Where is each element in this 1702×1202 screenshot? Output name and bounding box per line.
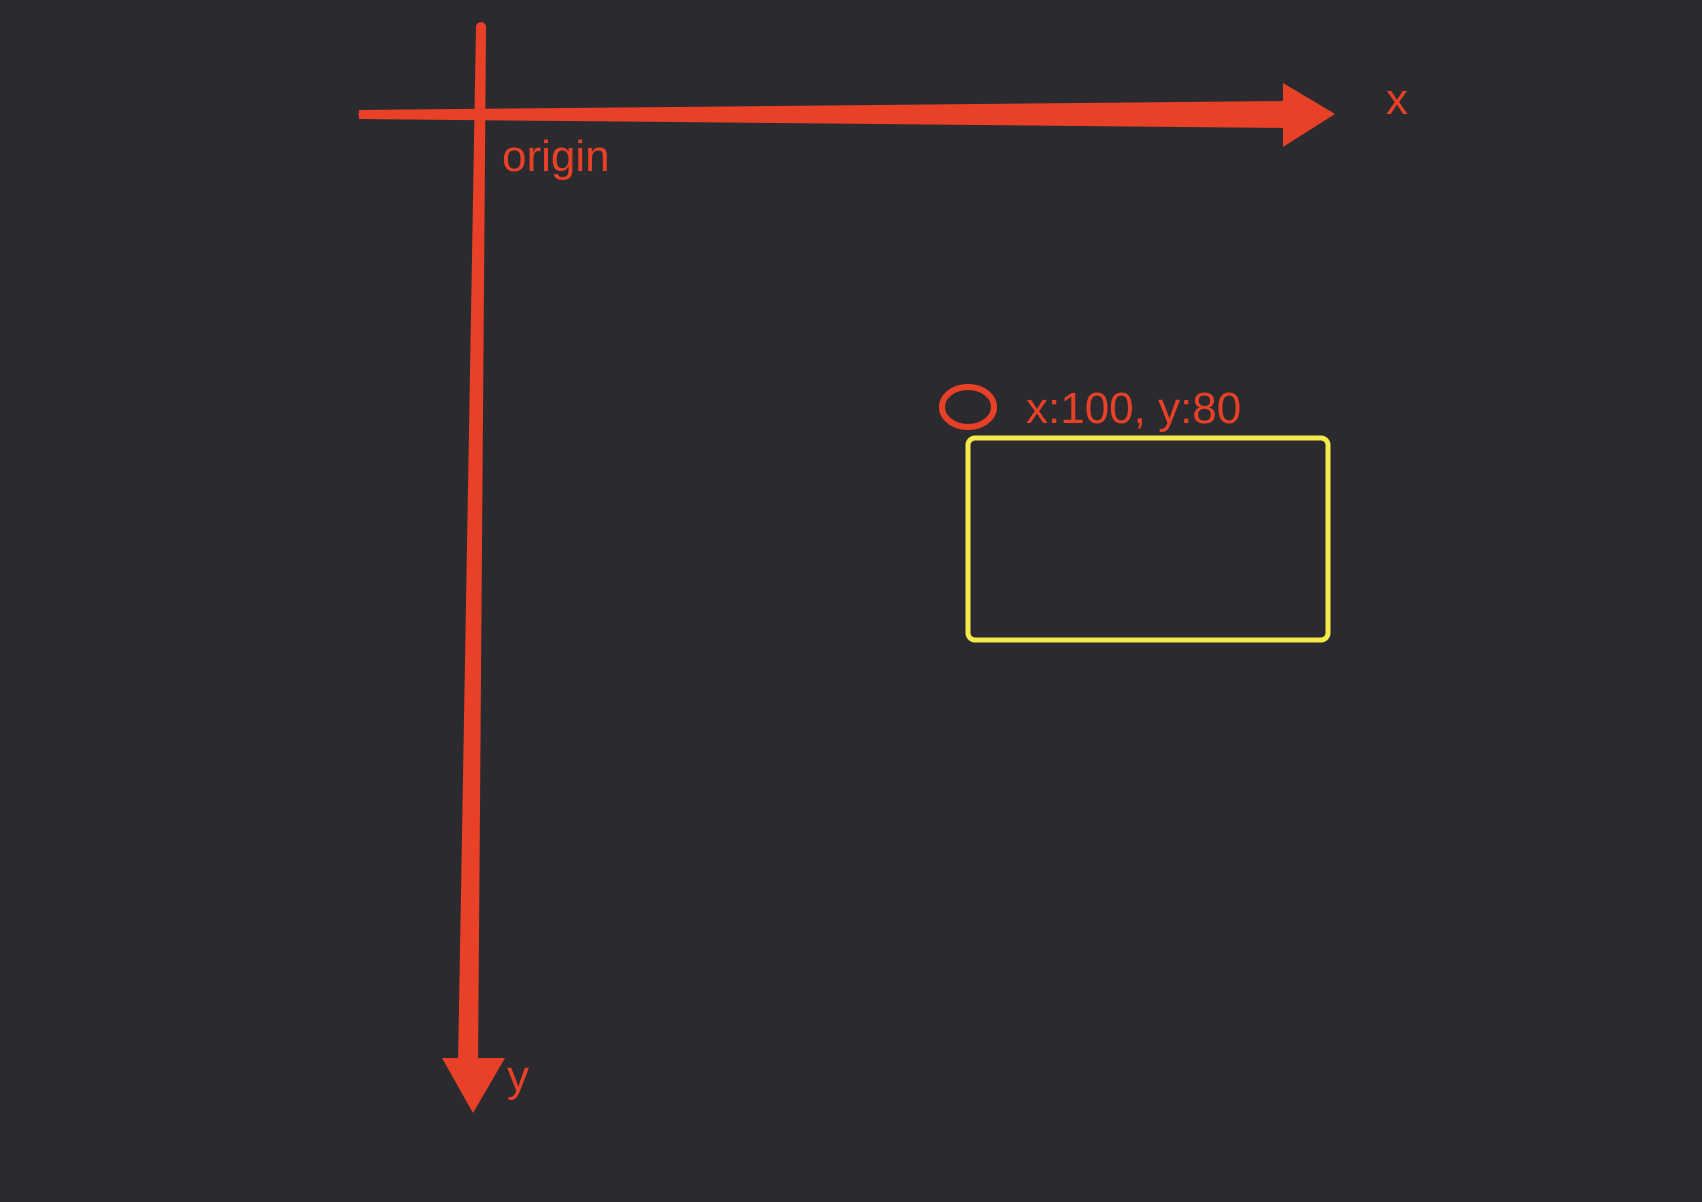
y-axis-arrowhead [442, 1058, 505, 1113]
y-axis-label: y [507, 1052, 529, 1101]
y-axis-tail [476, 22, 486, 32]
x-axis-line [359, 101, 1290, 128]
y-axis-line [458, 26, 486, 1065]
x-axis-arrowhead [1283, 83, 1335, 147]
x-axis-tail [358, 110, 368, 119]
x-axis-label: x [1386, 75, 1408, 124]
positioned-box [965, 435, 1331, 643]
point-coordinate-label: x:100, y:80 [1026, 384, 1241, 433]
origin-label: origin [502, 132, 610, 181]
point-marker [939, 384, 997, 430]
